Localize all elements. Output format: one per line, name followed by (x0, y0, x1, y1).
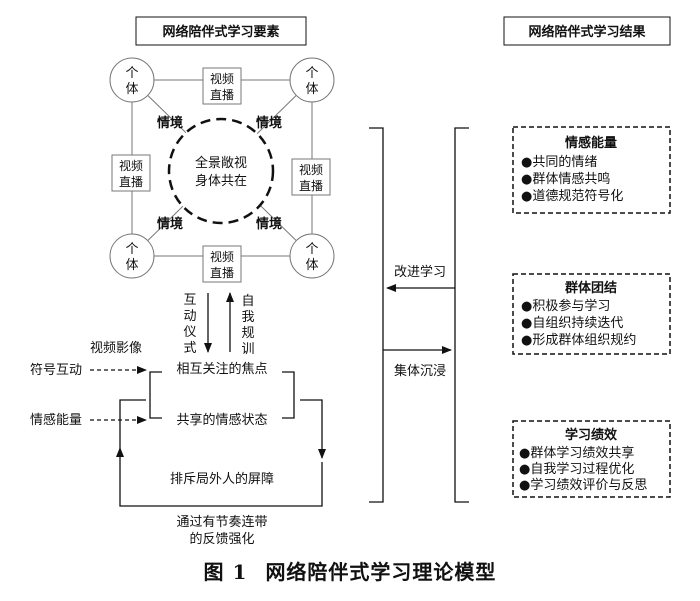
svg-text:动: 动 (183, 309, 196, 324)
svg-text:●形成群体组织规约: ●形成群体组织规约 (521, 333, 636, 348)
svg-text:个: 个 (305, 66, 318, 81)
loop-bottom-line (116, 447, 323, 507)
center-line-2: 身体共在 (195, 173, 247, 189)
svg-text:●道德规范符号化: ●道德规范符号化 (521, 188, 623, 204)
svg-text:体: 体 (125, 82, 138, 97)
context-label-br: 情境 (256, 216, 282, 232)
center-line-1: 全景敞视 (195, 155, 247, 171)
video-live-left: 视频 直播 (111, 154, 151, 192)
svg-text:体: 体 (305, 258, 318, 273)
middle-right-bracket (454, 127, 469, 503)
video-live-bottom: 视频 直播 (202, 245, 242, 283)
context-label-bl: 情境 (157, 216, 183, 232)
svg-text:群体团结: 群体团结 (565, 280, 617, 296)
svg-text:直播: 直播 (210, 266, 234, 280)
video-image-label: 视频影像 (90, 341, 142, 356)
svg-text:互: 互 (183, 293, 196, 308)
svg-text:规: 规 (241, 326, 254, 341)
figure-title: 网络陪伴式学习理论模型 (265, 560, 497, 584)
svg-text:●共同的情绪: ●共同的情绪 (521, 154, 597, 170)
svg-text:自: 自 (241, 294, 254, 309)
figure-number: 图 1 (203, 560, 248, 584)
svg-text:仪: 仪 (183, 325, 196, 340)
individual-bottom-right: 个 体 (289, 233, 335, 279)
loop-right-arrow (300, 399, 326, 459)
barrier-label: 排斥局外人的屏障 (170, 471, 274, 487)
individual-top-left: 个 体 (109, 57, 155, 103)
svg-text:个: 个 (125, 66, 138, 81)
right-header-box (503, 16, 671, 46)
loop-return-line (119, 399, 146, 448)
right-header: 网络陪伴式学习结果 (528, 24, 645, 40)
symbol-interaction-label: 符号互动 (30, 362, 82, 378)
svg-text:个: 个 (125, 242, 138, 257)
panopticon-circle (167, 117, 275, 225)
svg-text:直播: 直播 (119, 175, 143, 189)
svg-text:式: 式 (183, 341, 196, 356)
result-learning-performance: 学习绩效 ●群体学习绩效共享 ●自我学习过程优化 ●学习绩效评价与反思 (512, 420, 671, 498)
result-emotional-energy: 情感能量 ●共同的情绪 ●群体情感共鸣 ●道德规范符号化 (512, 126, 671, 214)
improve-label: 改进学习 (394, 264, 446, 280)
individual-top-right: 个 体 (289, 57, 335, 103)
context-label-tl: 情境 (157, 115, 183, 131)
svg-text:●自我学习过程优化: ●自我学习过程优化 (519, 461, 634, 477)
interaction-ritual-label: 互 动 仪 式 (183, 293, 196, 356)
svg-text:直播: 直播 (210, 88, 234, 102)
left-header: 网络陪伴式学习要素 (162, 24, 279, 40)
context-label-tr: 情境 (256, 115, 282, 131)
svg-text:●学习绩效评价与反思: ●学习绩效评价与反思 (519, 477, 647, 493)
video-live-right: 视频 直播 (291, 158, 331, 196)
svg-text:我: 我 (241, 310, 254, 325)
feedback-line-2: 的反馈强化 (189, 531, 254, 547)
svg-text:直播: 直播 (299, 179, 323, 193)
left-header-box (135, 16, 307, 46)
focus-label: 相互关注的焦点 (176, 361, 267, 377)
svg-text:●积极参与学习: ●积极参与学习 (521, 298, 610, 314)
svg-text:学习绩效: 学习绩效 (565, 427, 618, 443)
svg-text:体: 体 (305, 82, 318, 97)
svg-text:视频: 视频 (299, 162, 323, 177)
individual-bottom-left: 个 体 (109, 233, 155, 279)
shared-label: 共享的情感状态 (176, 412, 267, 428)
svg-text:体: 体 (125, 258, 138, 273)
svg-text:情感能量: 情感能量 (565, 135, 617, 151)
svg-text:视频: 视频 (210, 71, 234, 86)
emotional-energy-label: 情感能量 (30, 412, 82, 428)
middle-left-bracket (369, 127, 384, 503)
svg-text:训: 训 (241, 342, 254, 357)
svg-text:视频: 视频 (119, 158, 143, 173)
svg-text:●自组织持续迭代: ●自组织持续迭代 (521, 316, 623, 331)
right-bracket (282, 371, 295, 419)
figure-caption: 图 1 网络陪伴式学习理论模型 (0, 556, 700, 585)
left-bracket (149, 371, 162, 419)
immersion-label: 集体沉浸 (394, 363, 446, 379)
self-discipline-label: 自 我 规 训 (241, 294, 254, 357)
svg-text:●群体学习绩效共享: ●群体学习绩效共享 (519, 445, 634, 461)
svg-text:●群体情感共鸣: ●群体情感共鸣 (521, 171, 610, 187)
svg-text:个: 个 (305, 242, 318, 257)
svg-text:视频: 视频 (210, 249, 234, 264)
video-live-top: 视频 直播 (202, 67, 242, 105)
result-group-solidarity: 群体团结 ●积极参与学习 ●自组织持续迭代 ●形成群体组织规约 (512, 273, 671, 355)
feedback-line-1: 通过有节奏连带 (176, 514, 267, 530)
